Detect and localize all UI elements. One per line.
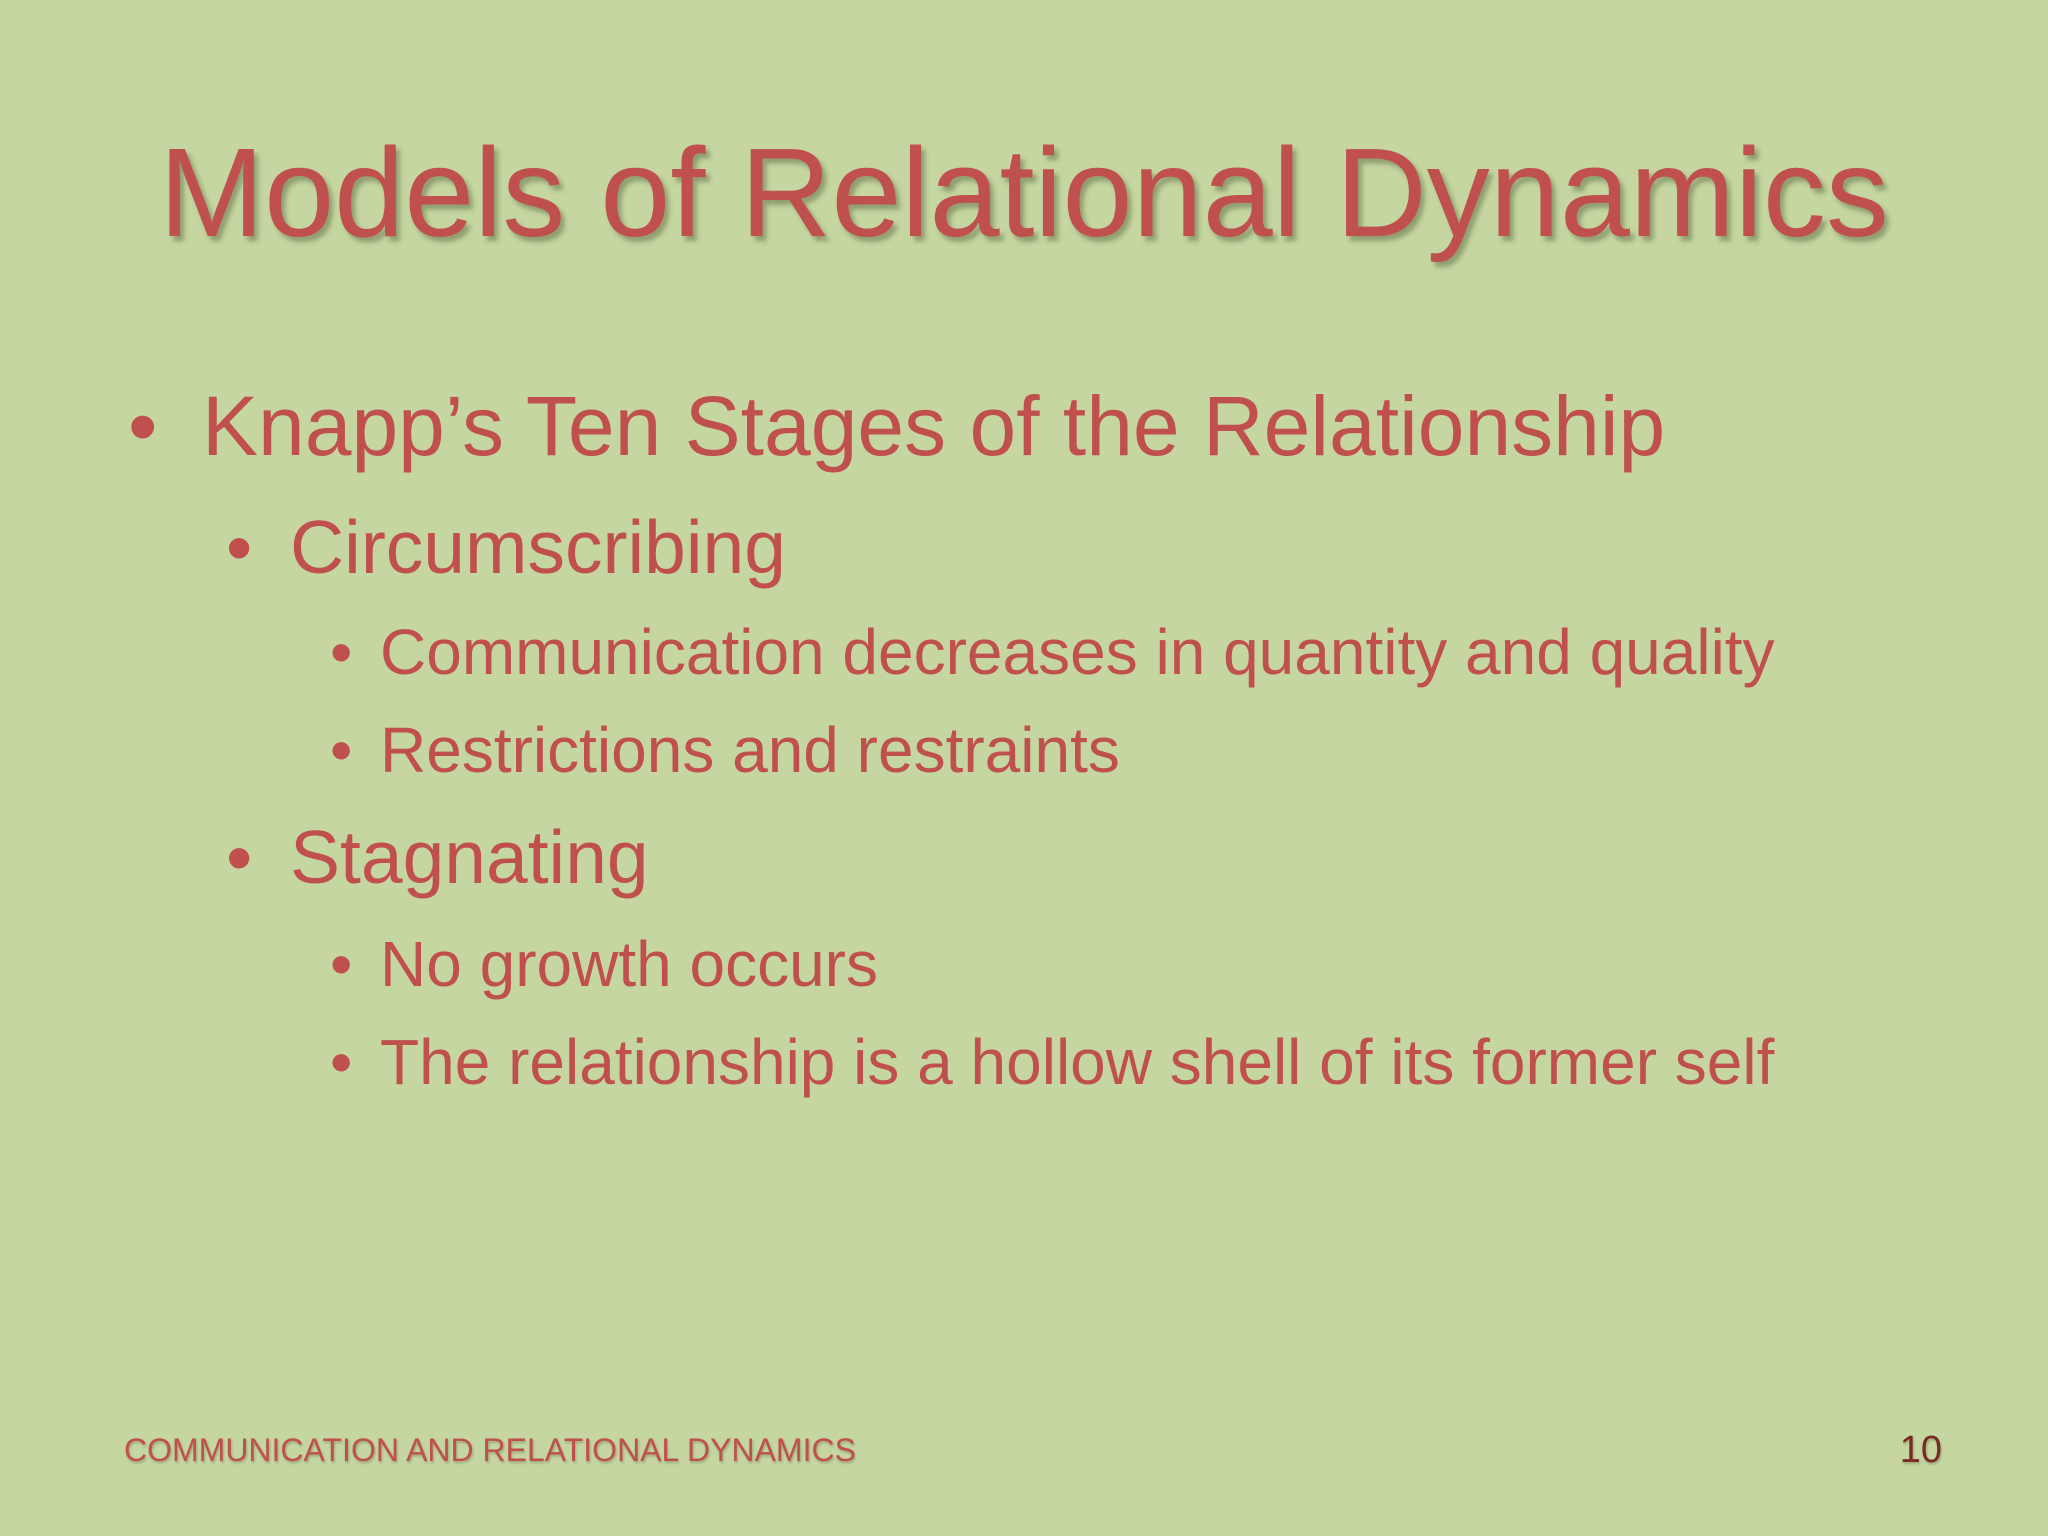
bullet-item-no-growth: • No growth occurs <box>330 926 878 1002</box>
bullet-text: Stagnating <box>290 815 649 899</box>
bullet-icon: • <box>330 928 353 1000</box>
bullet-icon: • <box>330 616 353 688</box>
bullet-item-hollow-shell: • The relationship is a hollow shell of … <box>330 1024 1775 1100</box>
slide-title: Models of Relational Dynamics <box>159 122 1889 263</box>
bullet-text: Knapp’s Ten Stages of the Relationship <box>202 379 1666 473</box>
bullet-text: No growth occurs <box>380 928 878 1000</box>
bullet-text: The relationship is a hollow shell of it… <box>380 1026 1775 1098</box>
bullet-item-restrictions: • Restrictions and restraints <box>330 712 1120 788</box>
bullet-icon: • <box>128 379 158 473</box>
bullet-item-knapp-stages: • Knapp’s Ten Stages of the Relationship <box>128 376 1666 476</box>
slide-footer: COMMUNICATION AND RELATIONAL DYNAMICS <box>124 1432 856 1468</box>
bullet-text: Communication decreases in quantity and … <box>380 616 1775 688</box>
bullet-icon: • <box>330 714 353 786</box>
bullet-item-circumscribing: • Circumscribing <box>226 502 786 592</box>
bullet-icon: • <box>226 815 253 899</box>
bullet-icon: • <box>330 1026 353 1098</box>
bullet-text: Circumscribing <box>290 505 786 589</box>
bullet-text: Restrictions and restraints <box>380 714 1120 786</box>
page-number: 10 <box>1899 1429 1942 1471</box>
bullet-item-communication-decreases: • Communication decreases in quantity an… <box>330 614 1775 690</box>
bullet-item-stagnating: • Stagnating <box>226 812 649 902</box>
bullet-icon: • <box>226 505 253 589</box>
